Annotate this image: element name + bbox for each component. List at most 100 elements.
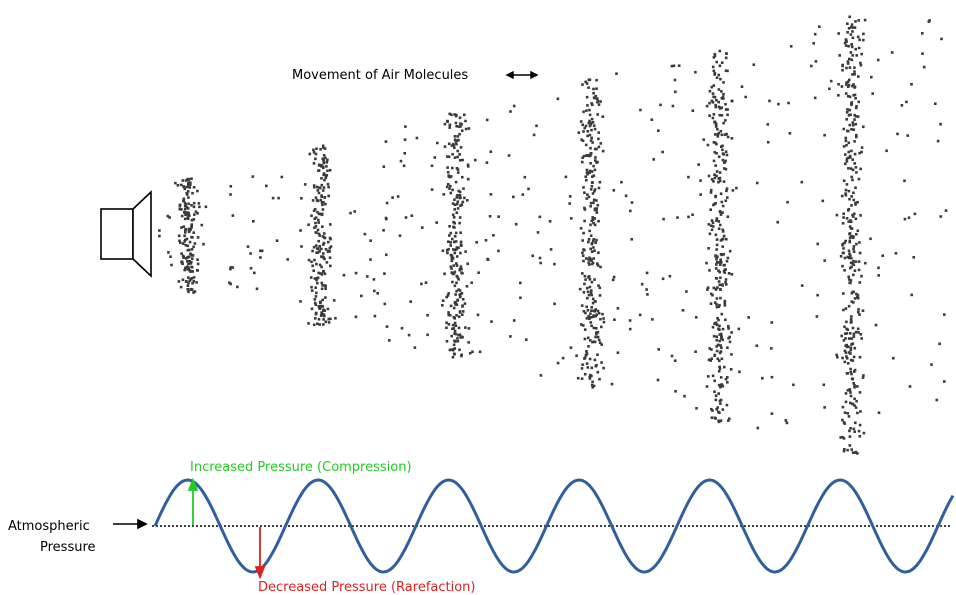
- molecule: [448, 112, 451, 116]
- molecule: [728, 335, 731, 339]
- molecule: [577, 131, 581, 134]
- molecule: [174, 181, 177, 185]
- molecule: [321, 243, 325, 246]
- molecule: [721, 327, 725, 331]
- molecule: [726, 135, 730, 139]
- molecule: [569, 346, 573, 349]
- molecule: [721, 408, 725, 411]
- molecule: [671, 104, 675, 108]
- molecule: [713, 390, 716, 393]
- molecule: [319, 198, 323, 202]
- molecule: [713, 176, 717, 180]
- molecule: [310, 285, 313, 289]
- molecule: [460, 267, 463, 271]
- molecule: [694, 70, 697, 74]
- molecule: [586, 154, 589, 157]
- molecule: [844, 351, 848, 354]
- molecule: [858, 435, 862, 438]
- molecule: [723, 304, 727, 307]
- molecule: [450, 144, 454, 147]
- molecule: [497, 215, 500, 218]
- molecule: [584, 143, 588, 147]
- molecule: [593, 278, 596, 281]
- molecule: [435, 221, 438, 224]
- molecule: [849, 348, 853, 352]
- molecule: [722, 264, 726, 267]
- molecule: [685, 290, 688, 293]
- molecule: [318, 307, 322, 310]
- molecule: [707, 223, 711, 226]
- molecule: [597, 186, 601, 190]
- molecule: [857, 46, 861, 50]
- molecule: [724, 199, 728, 202]
- molecule: [596, 335, 600, 339]
- molecule: [570, 217, 573, 220]
- molecule: [713, 301, 717, 304]
- molecule: [717, 73, 721, 77]
- molecule: [369, 239, 372, 242]
- molecule: [463, 302, 467, 305]
- molecule: [322, 186, 326, 189]
- molecule: [844, 44, 848, 47]
- molecule: [313, 226, 316, 229]
- molecule: [449, 265, 453, 269]
- molecule: [718, 107, 722, 110]
- molecule: [708, 232, 712, 236]
- molecule: [853, 269, 857, 272]
- molecule: [718, 171, 722, 174]
- molecule: [369, 258, 372, 261]
- molecule: [602, 366, 605, 370]
- molecule: [466, 262, 469, 266]
- molecule: [850, 23, 854, 26]
- molecule: [862, 374, 865, 377]
- molecule: [589, 154, 592, 157]
- molecule: [598, 286, 602, 290]
- molecule: [453, 135, 457, 138]
- molecule: [591, 315, 595, 319]
- molecule: [656, 378, 660, 382]
- molecule: [846, 60, 850, 63]
- molecule: [903, 217, 907, 221]
- molecule: [836, 355, 839, 359]
- molecule: [433, 156, 437, 159]
- molecule: [847, 114, 851, 117]
- molecule: [719, 296, 722, 300]
- molecule: [466, 199, 469, 202]
- molecule: [855, 233, 858, 236]
- molecule: [586, 104, 589, 107]
- molecule: [452, 248, 455, 251]
- molecule: [590, 136, 593, 140]
- molecule: [705, 261, 708, 265]
- molecule: [695, 407, 698, 410]
- molecule: [584, 278, 587, 281]
- molecule: [724, 103, 727, 106]
- molecule: [858, 281, 862, 284]
- molecule: [553, 302, 556, 306]
- molecule: [589, 373, 592, 377]
- molecule: [726, 376, 729, 379]
- molecule: [862, 38, 865, 42]
- molecule: [561, 356, 565, 360]
- molecule: [452, 264, 455, 267]
- molecule: [850, 402, 854, 406]
- molecule: [747, 316, 750, 319]
- molecule: [850, 372, 853, 376]
- molecule: [844, 239, 847, 243]
- molecule: [588, 317, 591, 321]
- molecule: [455, 289, 458, 293]
- molecule: [186, 248, 190, 252]
- molecule: [322, 232, 326, 235]
- molecule: [711, 92, 715, 95]
- molecule: [192, 245, 195, 249]
- molecule: [859, 167, 862, 171]
- molecule: [594, 308, 598, 311]
- molecule: [158, 229, 161, 232]
- molecule: [322, 161, 326, 165]
- molecule: [596, 203, 600, 207]
- molecule: [589, 257, 592, 261]
- molecule: [839, 436, 842, 439]
- molecule: [857, 75, 860, 78]
- molecule: [936, 139, 940, 143]
- molecule: [725, 132, 728, 136]
- molecule: [598, 377, 601, 381]
